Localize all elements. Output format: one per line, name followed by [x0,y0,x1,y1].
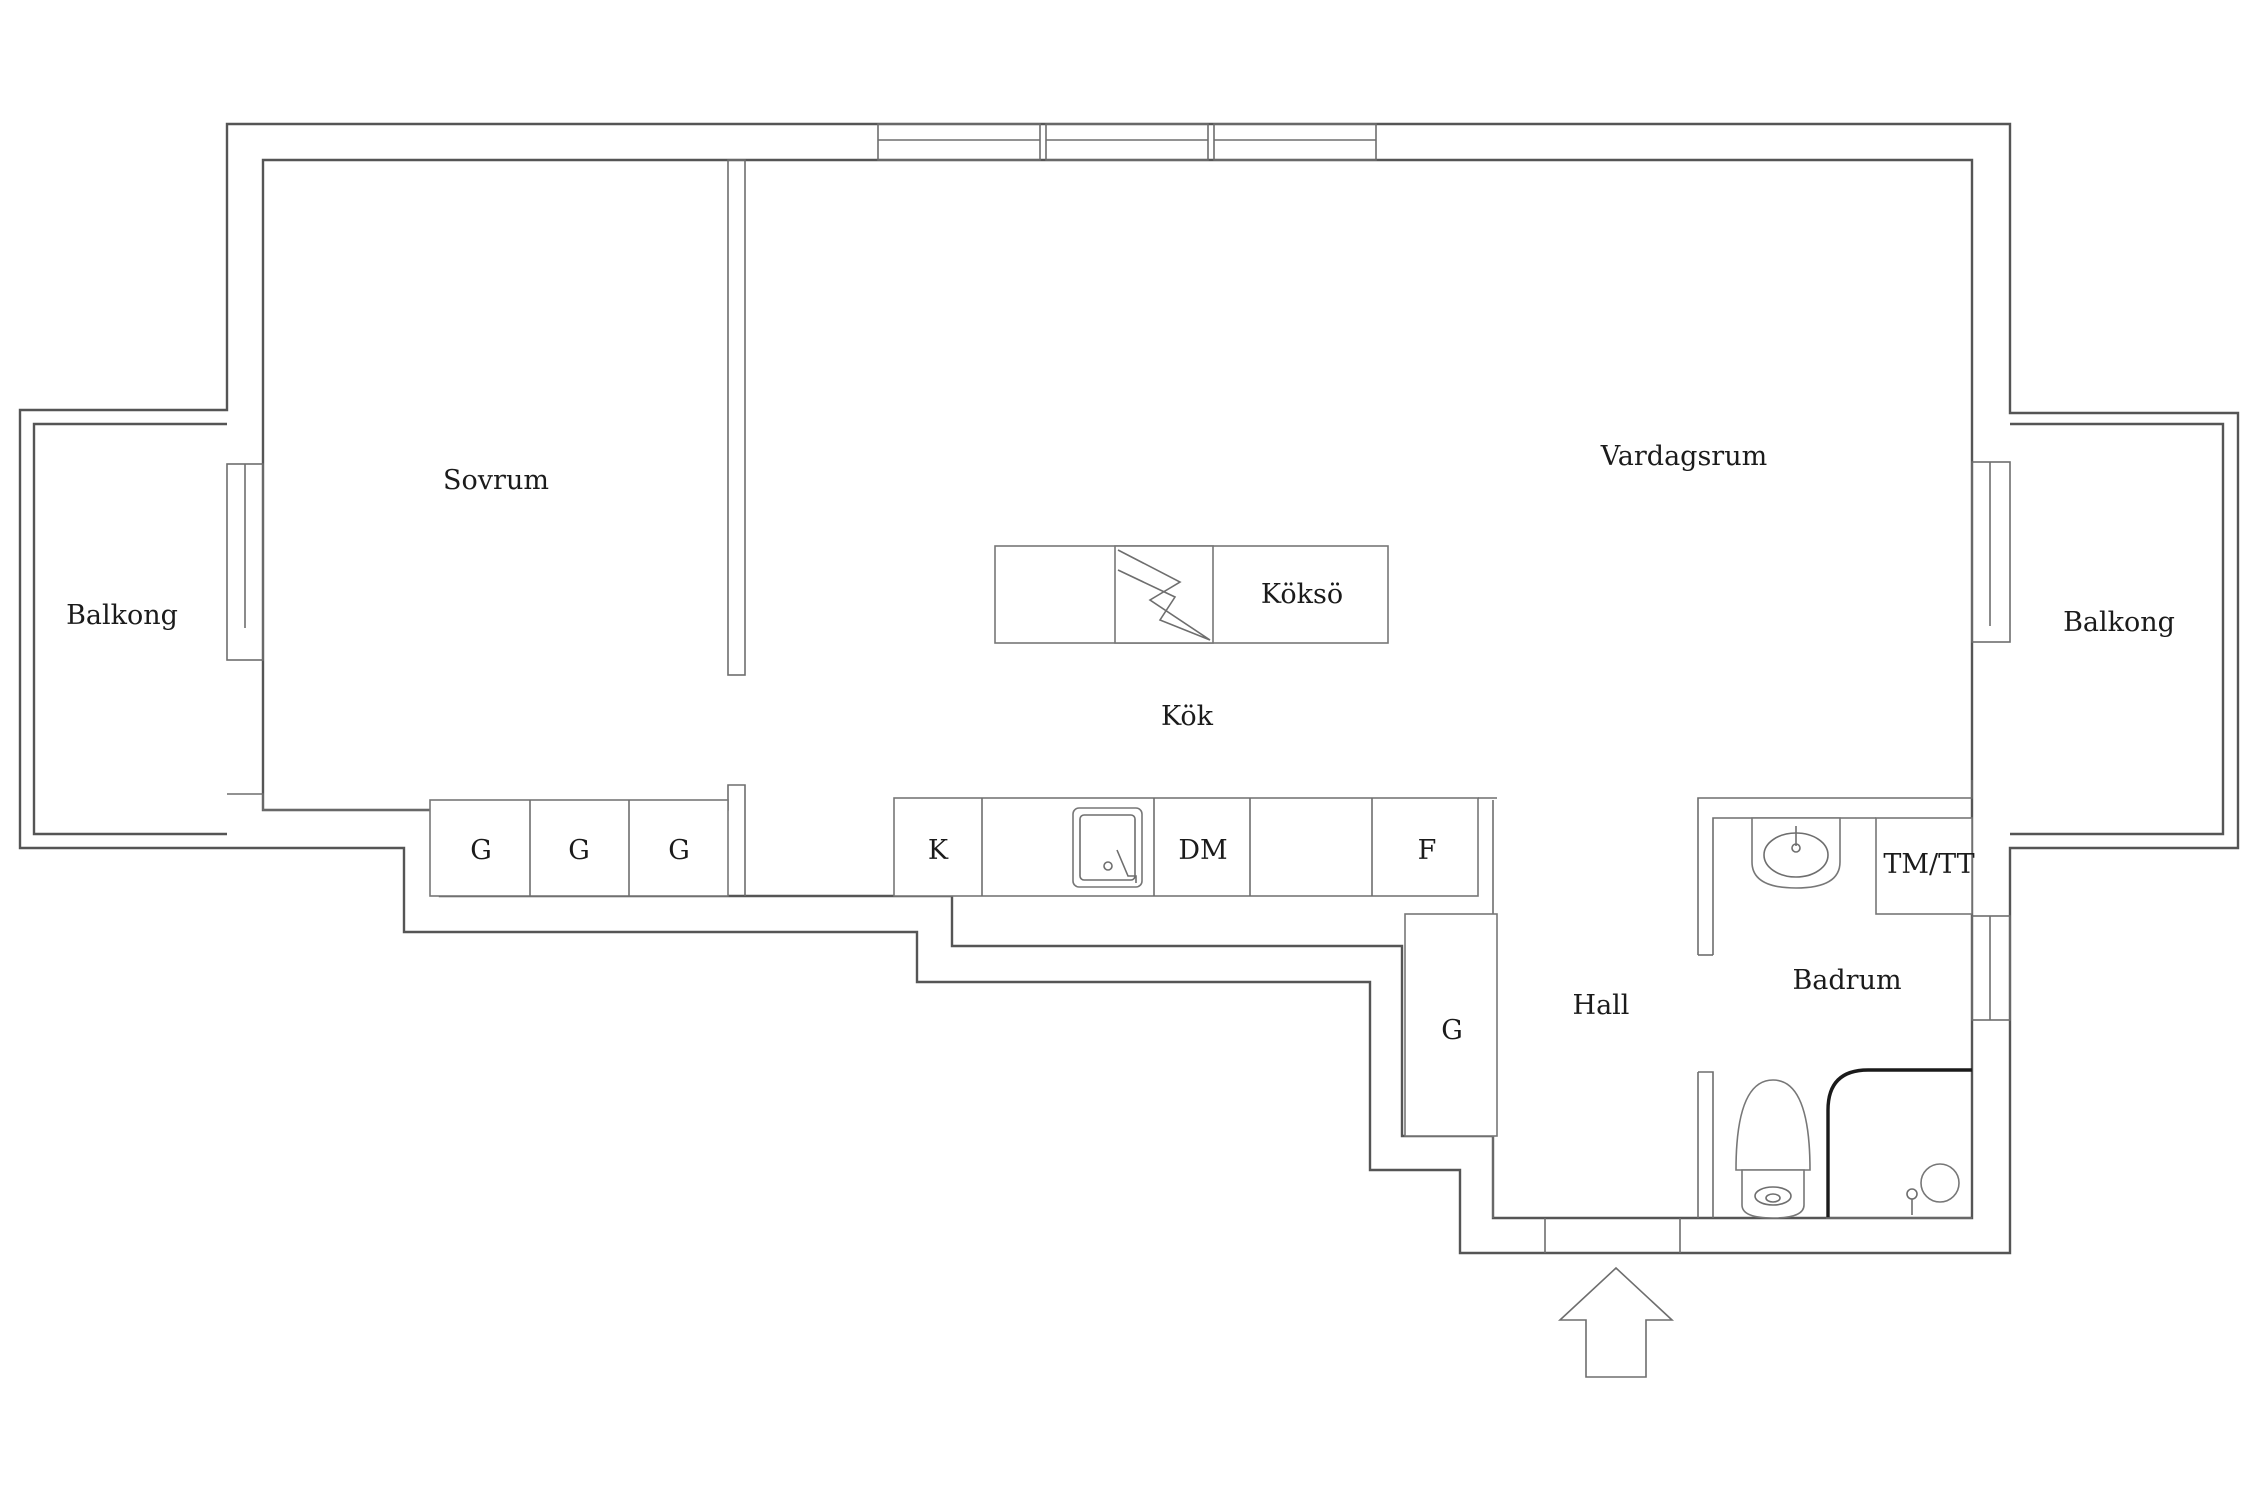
kitchen-counter [893,797,1497,897]
kitchen-sink-icon [1072,807,1143,888]
fixture-labels: G G G K DM F G TM/TT [470,835,1974,1046]
room-label-kok: Kök [1161,701,1214,732]
hall-wardrobe [1404,913,1498,1137]
fixture-label-washer-dryer: TM/TT [1883,849,1974,880]
washbasin-icon [1751,817,1841,889]
room-label-koksö: Köksö [1261,579,1343,610]
room-label-hall: Hall [1573,990,1630,1021]
shower-icon [1826,1068,1972,1219]
room-label-vardagsrum: Vardagsrum [1600,441,1767,472]
room-label-badrum: Badrum [1792,965,1901,996]
entrance-arrow-icon [1557,1266,1675,1378]
fixture-label-wardrobe-hall: G [1441,1015,1463,1046]
bathroom-fixtures [1735,817,1973,1219]
kitchen-island [994,545,1389,644]
fixture-label-wardrobe-3: G [668,835,690,866]
exterior-walls [18,122,2240,1255]
fixture-label-fridge: K [928,835,949,866]
fixture-label-dishwasher: DM [1178,835,1227,866]
room-label-balkong-right: Balkong [2063,607,2175,638]
fixture-label-freezer: F [1418,835,1437,866]
windows [226,123,2011,1021]
toilet-icon [1735,1079,1811,1219]
interior-walls [227,159,1973,1218]
fixture-label-wardrobe-1: G [470,835,492,866]
stove-icon [1117,549,1211,641]
fixture-label-wardrobe-2: G [568,835,590,866]
room-labels: Sovrum Vardagsrum Kök Köksö Hall Badrum … [66,441,2175,1021]
bedroom-wardrobes [429,799,729,897]
room-label-sovrum: Sovrum [443,465,549,496]
room-label-balkong-left: Balkong [66,600,178,631]
